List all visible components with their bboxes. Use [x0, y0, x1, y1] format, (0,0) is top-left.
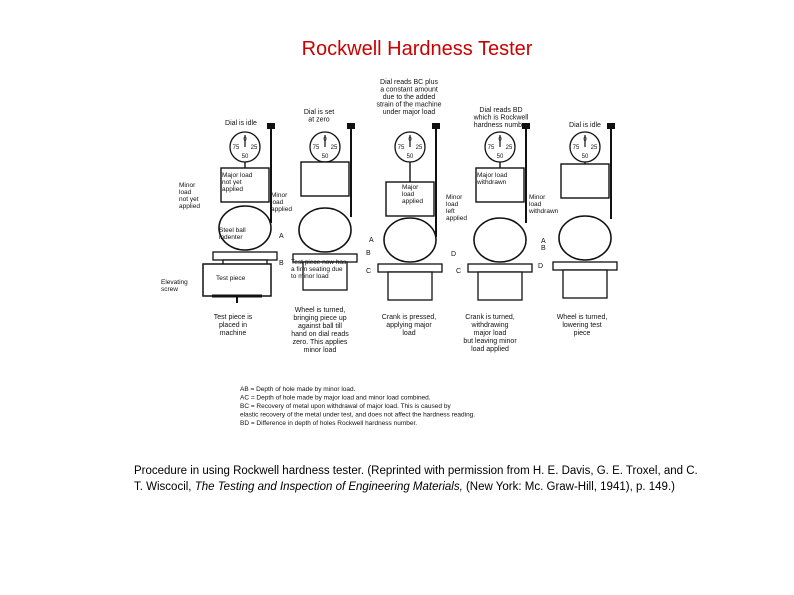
machine-base: [477, 271, 523, 301]
dial-number-25: 25: [416, 145, 423, 151]
elevating-platform: [202, 263, 272, 297]
legend-line-4: elastic recovery of the metal under test…: [240, 412, 475, 419]
dial-number-25: 25: [591, 145, 598, 151]
rod-cap: [347, 123, 355, 129]
weight-housing: [220, 167, 270, 203]
diagram-legend: AB = Depth of hole made by minor load. AC…: [240, 386, 475, 427]
dial-number-50: 50: [582, 154, 589, 160]
test-piece-table: [377, 263, 443, 273]
dial-number-0: 0: [243, 137, 247, 143]
point-letter-c: C: [456, 268, 461, 275]
dial-number-50: 50: [242, 154, 249, 160]
machine-base: [387, 271, 433, 301]
indenter-head: [218, 205, 272, 251]
rod-cap: [607, 123, 615, 129]
weight-housing: [300, 161, 350, 197]
machine-base: [302, 261, 348, 291]
dial-number-0: 0: [408, 137, 412, 143]
test-piece-table: [552, 261, 618, 271]
point-letter-b: B: [366, 250, 371, 257]
legend-line-2: AC = Depth of hole made by major load an…: [240, 395, 431, 402]
dial-number-0: 0: [323, 137, 327, 143]
weight-housing: [475, 167, 525, 203]
dial-number-25: 25: [251, 145, 258, 151]
legend-line-5: BD = Difference in depth of holes Rockwe…: [240, 420, 417, 427]
dial-number-75: 75: [488, 145, 495, 151]
caption-text-2: (New York: Mc. Graw-Hill, 1941), p. 149.…: [462, 481, 675, 493]
rod-cap: [432, 123, 440, 129]
test-piece-table: [467, 263, 533, 273]
weight-housing: [385, 181, 435, 217]
dial-number-50: 50: [322, 154, 329, 160]
caption-text-1: Procedure in using Rockwell hardness tes…: [134, 465, 698, 493]
top-label-5: Dial is idle: [569, 122, 601, 129]
dial-number-25: 25: [506, 145, 513, 151]
indenter-head: [383, 217, 437, 263]
indenter-head: [558, 215, 612, 261]
slide-title: Rockwell Hardness Tester: [301, 38, 533, 60]
point-letter-a: A: [369, 237, 374, 244]
point-letter-a: A: [279, 233, 284, 240]
indenter-head: [473, 217, 527, 263]
dial-number-0: 0: [498, 137, 502, 143]
point-letter-d: D: [538, 263, 543, 270]
dial-number-75: 75: [313, 145, 320, 151]
label-test-piece: Test piece: [216, 275, 246, 282]
caption-book-title: The Testing and Inspection of Engineerin…: [194, 481, 463, 493]
point-letter-a: A: [541, 238, 546, 245]
dial-number-75: 75: [233, 145, 240, 151]
rod-cap: [267, 123, 275, 129]
point-letter-c: C: [366, 268, 371, 275]
rod-cap: [522, 123, 530, 129]
point-letter-b: B: [279, 260, 284, 267]
legend-line-1: AB = Depth of hole made by minor load.: [240, 386, 356, 393]
dial-number-0: 0: [583, 137, 587, 143]
figure-caption: Procedure in using Rockwell hardness tes…: [134, 463, 704, 495]
dial-number-50: 50: [407, 154, 414, 160]
indenter-head: [298, 207, 352, 253]
weight-housing: [560, 163, 610, 199]
machine-base: [562, 269, 608, 299]
dial-number-25: 25: [331, 145, 338, 151]
point-letter-b: B: [541, 245, 546, 252]
point-letter-d: D: [451, 251, 456, 258]
dial-number-75: 75: [573, 145, 580, 151]
dial-number-75: 75: [398, 145, 405, 151]
test-piece-table: [212, 251, 278, 261]
top-label-1: Dial is idle: [225, 120, 257, 127]
legend-line-3: BC = Recovery of metal upon withdrawal o…: [240, 403, 451, 410]
dial-number-50: 50: [497, 154, 504, 160]
